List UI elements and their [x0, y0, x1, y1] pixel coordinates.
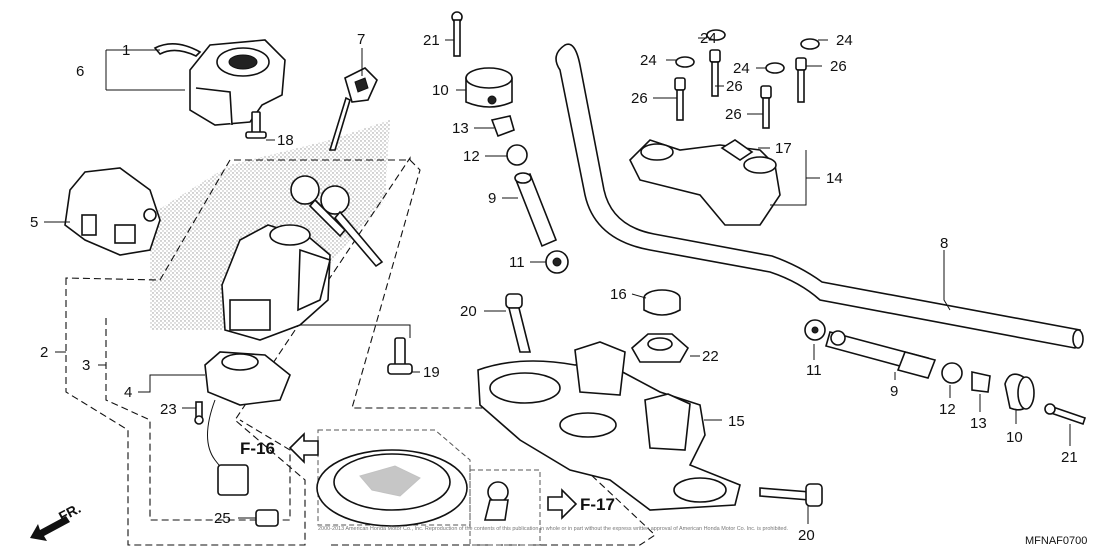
- callout-17: 17: [775, 140, 792, 157]
- diagram-code: MFNAF0700: [1025, 535, 1087, 547]
- copyright-note: 2000-2013 American Honda Motor Co., Inc.…: [318, 526, 788, 532]
- fuel-cap: [316, 449, 468, 527]
- callout-15: 15: [728, 413, 745, 430]
- handlebar-upper-holder: [629, 139, 781, 226]
- clip-25: [255, 509, 279, 527]
- ref-f16-label: F-16: [240, 439, 275, 458]
- handlebar: [555, 43, 1084, 349]
- ref-f17-label: F-17: [580, 495, 615, 514]
- callout-1: 1: [122, 42, 130, 59]
- callout-3: 3: [82, 357, 90, 374]
- callout-24-c: 24: [733, 60, 750, 77]
- callout-11-right: 11: [806, 362, 822, 379]
- callout-18: 18: [277, 132, 294, 149]
- callout-20-top: 20: [460, 303, 477, 320]
- callout-10-right: 10: [1006, 429, 1023, 446]
- bolt-20-lower: [759, 483, 823, 507]
- kit-outline: [65, 156, 656, 546]
- bolt-19: [387, 337, 413, 375]
- callout-26-c: 26: [725, 106, 742, 123]
- callout-26-a: 26: [631, 90, 648, 107]
- callout-24-b: 24: [640, 52, 657, 69]
- collar-13-right: [971, 371, 991, 393]
- ref-arrow-f16: [288, 432, 319, 464]
- callout-21-top: 21: [423, 32, 440, 49]
- callout-12-top: 12: [463, 148, 480, 165]
- weight-rod-right: [825, 330, 937, 379]
- callout-19: 19: [423, 364, 440, 381]
- fuel-cap-latch: [483, 481, 509, 521]
- screw-23: [194, 401, 204, 425]
- bolt-20-upper: [505, 293, 532, 353]
- nut-11-left: [545, 250, 569, 274]
- ignition-switch-assembly: [221, 175, 384, 341]
- callout-4: 4: [124, 384, 132, 401]
- screw-21-left: [451, 11, 463, 57]
- nut-11-right: [804, 319, 826, 341]
- rubber-12-right: [941, 362, 963, 384]
- callout-25: 25: [214, 510, 231, 527]
- callout-26-b: 26: [726, 78, 743, 95]
- callout-5: 5: [30, 214, 38, 231]
- callout-8: 8: [940, 235, 948, 252]
- screw-18: [245, 111, 267, 139]
- screw-21-right: [1044, 403, 1087, 426]
- stem-cap: [643, 289, 681, 316]
- callout-11-top: 11: [509, 254, 525, 271]
- callout-labels: 1 6 18 7 5 2 3 4 23 25 19 21 10 13 12 9 …: [30, 30, 1078, 544]
- callout-10-top: 10: [432, 82, 449, 99]
- callout-22: 22: [702, 348, 719, 365]
- ignition-switch-cover: [189, 39, 286, 126]
- callout-6: 6: [76, 63, 84, 80]
- collar-13-left: [490, 115, 515, 138]
- callout-7: 7: [357, 31, 365, 48]
- callout-20-lower: 20: [798, 527, 815, 544]
- callout-24-a: 24: [700, 30, 717, 47]
- ref-arrow-f17: [547, 488, 578, 520]
- holder-plate: [720, 139, 754, 161]
- callout-9-right: 9: [890, 383, 898, 400]
- callout-12-right: 12: [939, 401, 956, 418]
- callout-26-d: 26: [830, 58, 847, 75]
- callout-24-d: 24: [836, 32, 853, 49]
- bar-end-weight-right: [1004, 373, 1035, 411]
- bolts-26: [674, 49, 807, 129]
- key-cylinder-sensor: [204, 351, 291, 496]
- callout-14: 14: [826, 170, 843, 187]
- front-direction-arrow: [30, 516, 70, 541]
- callout-13-right: 13: [970, 415, 987, 432]
- weight-rod-left: [514, 172, 558, 248]
- circlip: [153, 43, 202, 57]
- callout-16: 16: [610, 286, 627, 303]
- bar-end-weight-left: [465, 67, 513, 108]
- switch-housing: [64, 167, 161, 256]
- key: [328, 67, 378, 151]
- callout-9-top: 9: [488, 190, 496, 207]
- callout-2: 2: [40, 344, 48, 361]
- rubber-12-left: [506, 144, 528, 166]
- callout-13-top: 13: [452, 120, 469, 137]
- leader-lines: [44, 37, 1071, 524]
- callout-21-right: 21: [1061, 449, 1078, 466]
- callout-23: 23: [160, 401, 177, 418]
- stem-nut: [630, 333, 690, 363]
- top-bridge: [477, 341, 741, 511]
